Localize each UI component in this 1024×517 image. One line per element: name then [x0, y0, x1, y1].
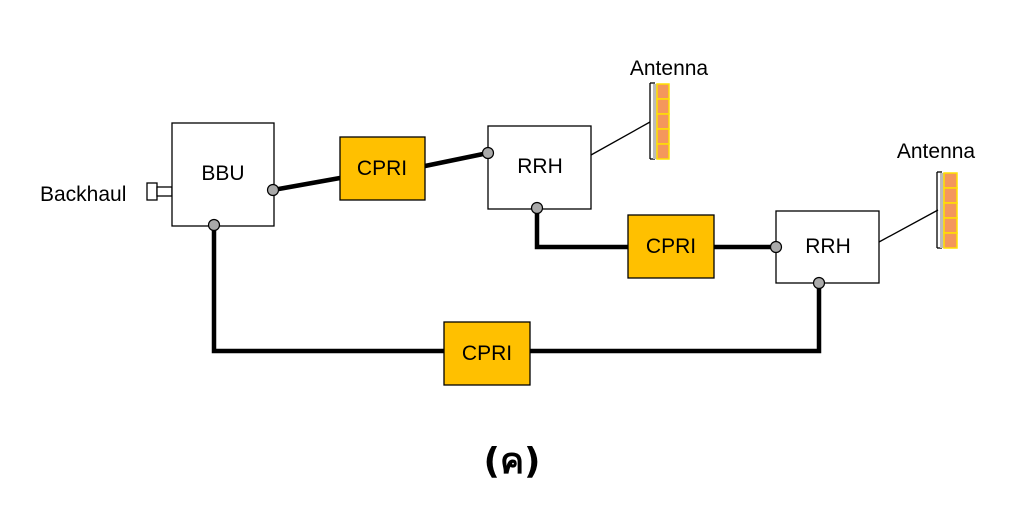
feed-rrh1-antenna1 [590, 121, 651, 156]
port-bbu-right [266, 183, 280, 197]
antenna-1-element [656, 143, 670, 160]
cpri-box-1 [339, 136, 426, 201]
antenna-1 [649, 82, 670, 160]
antenna-feeds [590, 121, 939, 243]
feed-rrh2-antenna2 [878, 209, 939, 243]
cpri-label-3: CPRI [462, 342, 512, 365]
cpri-label-1: CPRI [357, 157, 407, 180]
antenna-1-element [656, 83, 670, 100]
port-rrh1-bottom [530, 201, 544, 215]
bbu-box [171, 122, 275, 227]
antenna-2 [936, 171, 958, 249]
link-rrh1-cpri2 [534, 205, 631, 250]
backhaul-label: Backhaul [40, 183, 126, 206]
antenna-2-element [943, 202, 958, 219]
rrh-label-2: RRH [805, 235, 851, 258]
rrh-box-1 [487, 125, 592, 210]
port-rrh2-left [769, 240, 783, 254]
ports [207, 146, 826, 290]
cpri-box-2 [627, 214, 715, 279]
bbu-label: BBU [201, 162, 244, 185]
backhaul-port-inner [156, 186, 173, 197]
link-bbu-cpri3 [211, 222, 447, 354]
links [211, 150, 822, 354]
rrh-box-2 [775, 210, 880, 284]
port-bbu-bottom [207, 218, 221, 232]
antenna-1-element [656, 128, 670, 145]
antenna-2-element [943, 172, 958, 189]
cpri-box-3 [443, 321, 531, 386]
link-cpri1-rrh1 [422, 150, 491, 169]
antenna-1-element [656, 98, 670, 115]
antenna-1-backing [653, 84, 657, 159]
backhaul-connector [146, 182, 173, 201]
antenna-2-element [943, 187, 958, 204]
antenna-2-backing [940, 173, 944, 248]
antenna-2-label: Antenna [897, 140, 976, 163]
antenna-2-element [943, 232, 958, 249]
cpri-label-2: CPRI [646, 235, 696, 258]
link-bbu-cpri1 [270, 175, 343, 193]
rrh-label-1: RRH [517, 155, 563, 178]
backhaul-port-outer [146, 182, 158, 201]
antenna-1-label: Antenna [630, 57, 709, 80]
port-rrh2-bottom [812, 276, 826, 290]
antenna-1-element [656, 113, 670, 130]
link-cpri3-rrh2 [527, 280, 822, 354]
port-rrh1-left [481, 146, 495, 160]
figure-caption: (ค) [483, 441, 541, 482]
antenna-2-element [943, 217, 958, 234]
